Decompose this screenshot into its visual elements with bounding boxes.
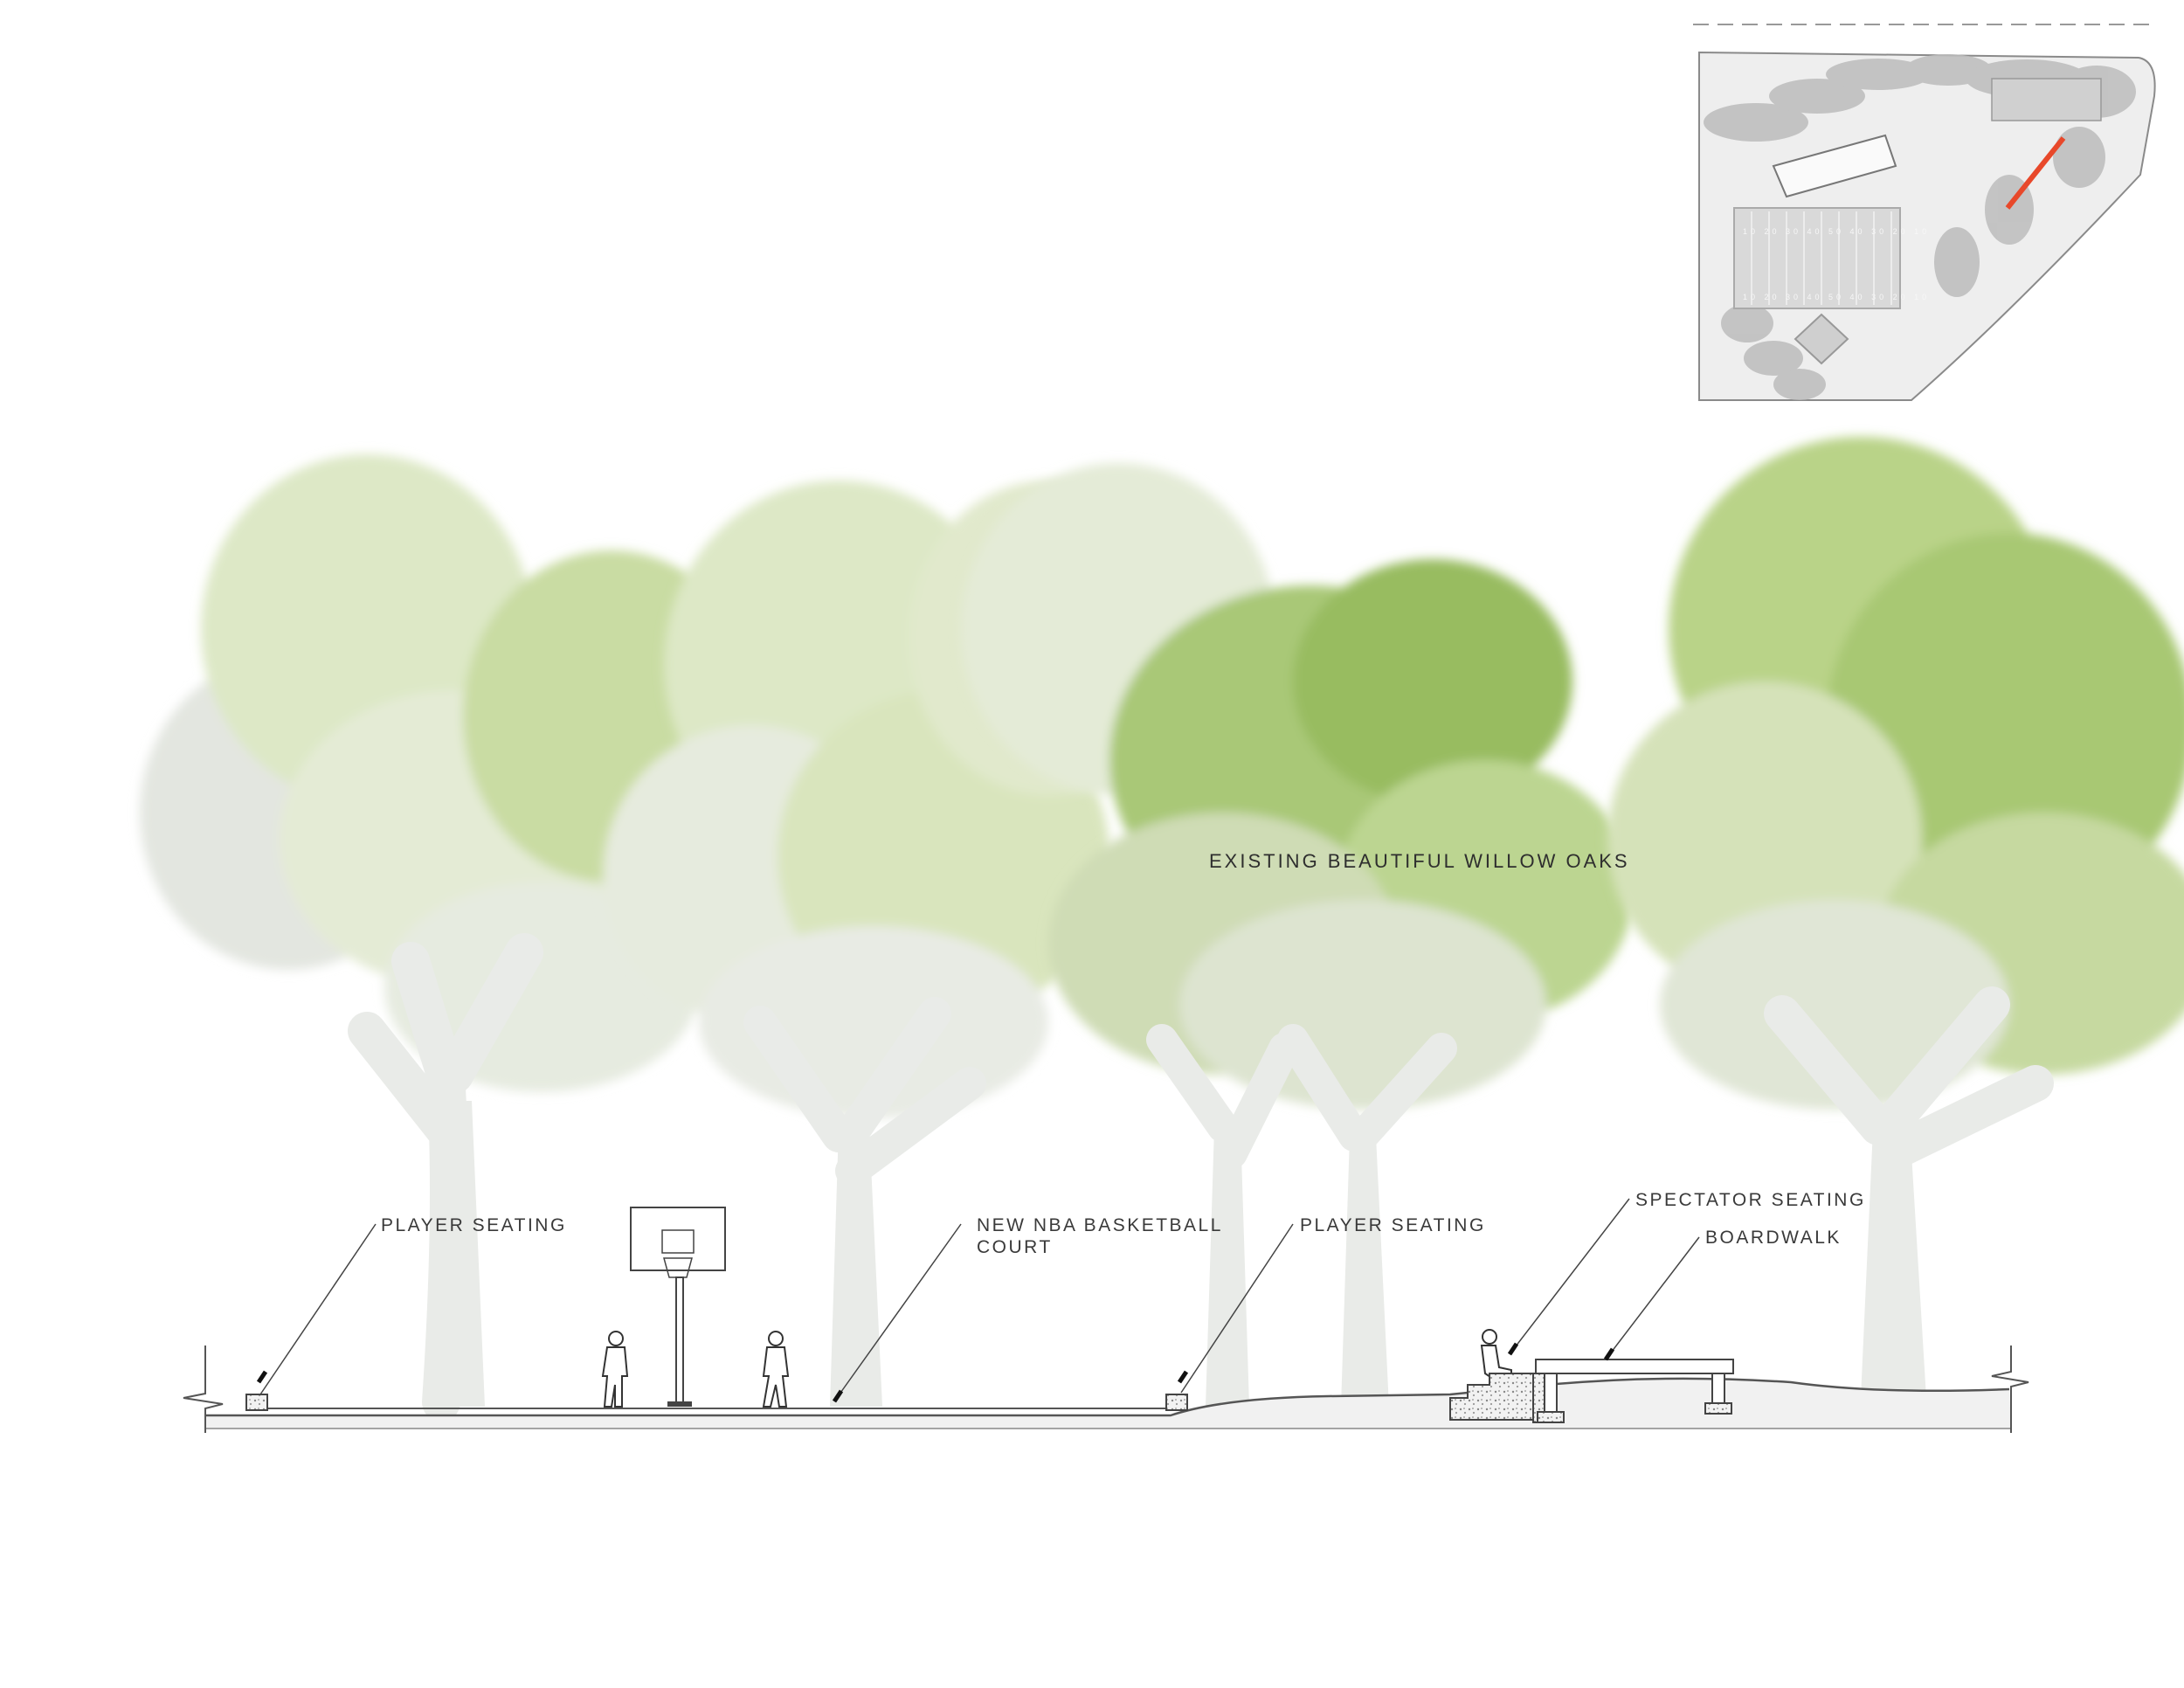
key-plan-field-numbers-top: 10 20 30 40 50 40 30 20 10 [1743, 227, 1930, 236]
person-silhouette-icon-2 [762, 1331, 790, 1408]
player-seating-left [245, 1394, 268, 1411]
break-line-icon-left [183, 1346, 224, 1433]
key-plan-building [1772, 134, 1897, 198]
label-player-seating-right: PLAYER SEATING [1300, 1215, 1486, 1235]
label-player-seating-left: PLAYER SEATING [381, 1215, 567, 1235]
spectator-seating [1449, 1373, 1546, 1423]
leader-spectator-seating [1509, 1198, 1630, 1355]
tree-1 [140, 454, 760, 1422]
key-plan-section-cut-line [2005, 136, 2066, 210]
leader-court [833, 1223, 962, 1402]
ground-section [183, 1207, 2029, 1433]
player-seating-right [1165, 1394, 1188, 1411]
willow-oak-trees [140, 437, 2184, 1422]
key-plan-baseball-diamond [1794, 313, 1849, 365]
leader-player-seating-left [259, 1223, 377, 1395]
leader-ticks [256, 1342, 1615, 1403]
boardwalk [1535, 1359, 1734, 1423]
person-silhouette-icon-seated [1480, 1329, 1512, 1381]
leader-player-seating-right [1180, 1223, 1294, 1394]
leader-boardwalk [1605, 1236, 1700, 1360]
label-boardwalk: BOARDWALK [1705, 1228, 1842, 1248]
basketball-hoop-icon [630, 1207, 726, 1407]
label-spectator-seating: SPECTATOR SEATING [1635, 1190, 1866, 1210]
key-plan-court [1991, 78, 2102, 121]
key-plan-football-field [1733, 207, 1901, 309]
key-plan: 10 20 30 40 50 40 30 20 10 10 20 30 40 5… [1693, 24, 2156, 401]
label-court-line1: NEW NBA BASKETBALL [977, 1215, 1223, 1235]
tree-3 [961, 463, 1634, 1407]
person-silhouette-icon-1 [601, 1331, 629, 1408]
key-plan-field-numbers-bottom: 10 20 30 40 50 40 30 20 10 [1743, 293, 1930, 301]
tree-4 [1607, 437, 2184, 1398]
key-plan-site-outline [1698, 51, 2156, 401]
ground-line [205, 1377, 2010, 1417]
label-court-line2: COURT [977, 1237, 1053, 1257]
key-plan-field-yardlines [1751, 211, 1892, 305]
annotation-leaders [259, 1198, 1700, 1402]
break-line-icon-right [1991, 1346, 2029, 1433]
label-existing-willow-oaks: EXISTING BEAUTIFUL WILLOW OAKS [1209, 850, 1630, 872]
